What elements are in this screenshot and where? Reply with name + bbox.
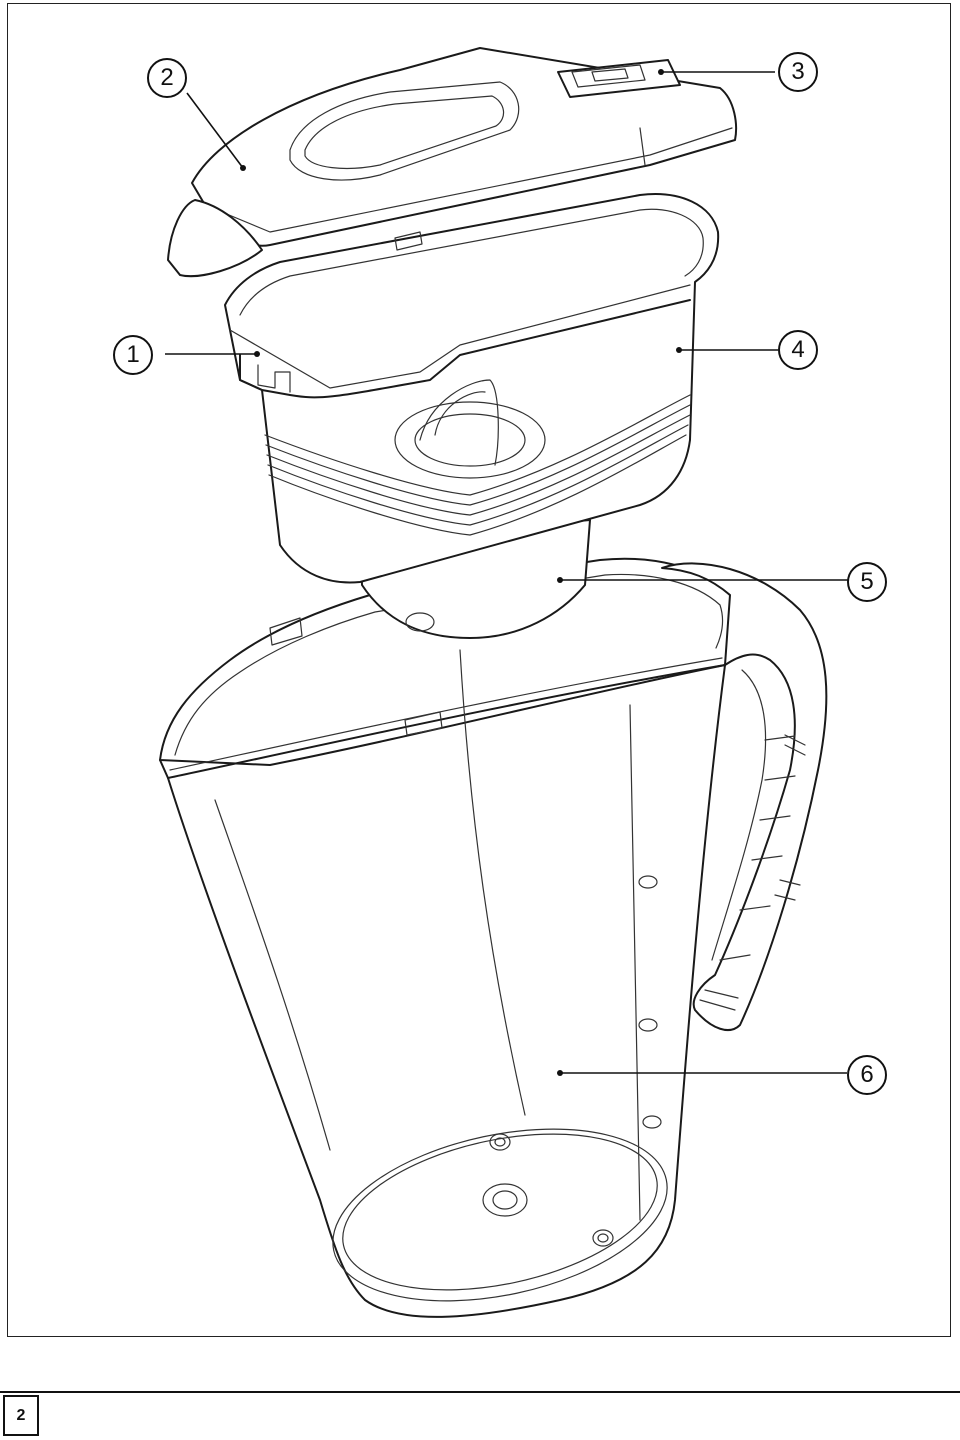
callout-4: 4 xyxy=(778,330,818,370)
jug-handle xyxy=(661,562,828,1031)
callout-3: 3 xyxy=(778,52,818,92)
footer-rule xyxy=(0,1391,960,1393)
jug-lid xyxy=(167,47,738,278)
callout-5: 5 xyxy=(847,562,887,602)
callout-1: 1 xyxy=(113,335,153,375)
figure-frame xyxy=(7,3,951,1337)
callout-6: 6 xyxy=(847,1055,887,1095)
filter-funnel xyxy=(224,193,720,584)
page-number: 2 xyxy=(3,1395,39,1436)
jug-body xyxy=(159,557,737,1318)
callout-2: 2 xyxy=(147,58,187,98)
leader-2 xyxy=(186,92,244,169)
leader-lines xyxy=(165,69,848,1076)
